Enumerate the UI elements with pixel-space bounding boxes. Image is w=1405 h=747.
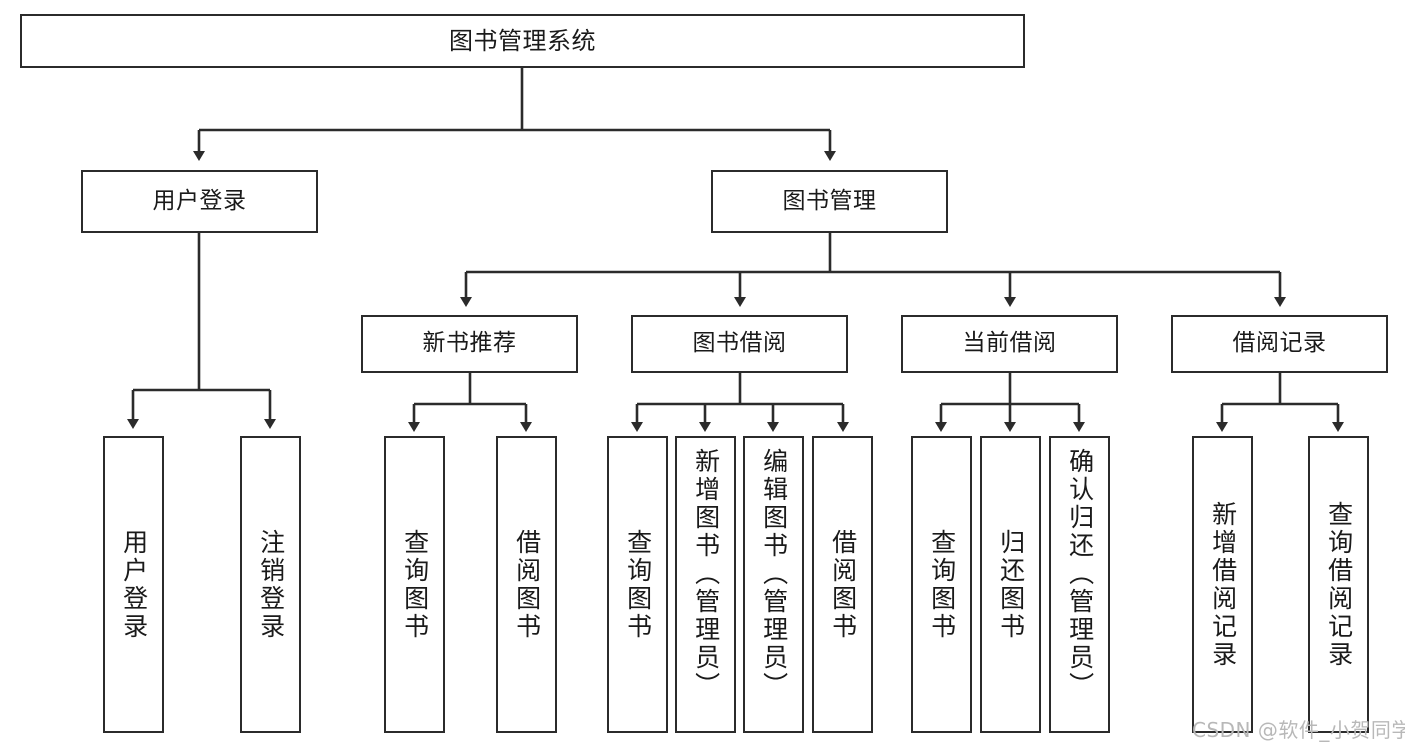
leaf-query-book-current[interactable]: 查询图书 bbox=[911, 436, 972, 733]
leaf-borrow-book-recommend[interactable]: 借阅图书 bbox=[496, 436, 557, 733]
node-label: 图书管理系统 bbox=[449, 26, 596, 55]
leaf-add-borrow-record[interactable]: 新增借阅记录 bbox=[1192, 436, 1253, 733]
node-current-borrow[interactable]: 当前借阅 bbox=[901, 315, 1118, 373]
leaf-confirm-return-admin[interactable]: 确认归还（管理员） bbox=[1049, 436, 1110, 733]
node-label: 新增图书（管理员） bbox=[691, 448, 721, 700]
node-root-system[interactable]: 图书管理系统 bbox=[20, 14, 1025, 68]
node-label: 借阅记录 bbox=[1232, 330, 1327, 357]
node-label: 借阅图书 bbox=[828, 528, 858, 641]
leaf-return-book[interactable]: 归还图书 bbox=[980, 436, 1041, 733]
node-book-management[interactable]: 图书管理 bbox=[711, 170, 948, 233]
node-borrow-record[interactable]: 借阅记录 bbox=[1171, 315, 1388, 373]
node-label: 借阅图书 bbox=[512, 528, 542, 641]
node-label: 归还图书 bbox=[996, 528, 1026, 641]
node-label: 查询图书 bbox=[927, 528, 957, 641]
csdn-watermark: CSDN @软件_小贺同学 bbox=[1192, 718, 1405, 742]
node-label: 查询图书 bbox=[400, 528, 430, 641]
node-new-book-recommend[interactable]: 新书推荐 bbox=[361, 315, 578, 373]
node-label: 图书管理 bbox=[782, 187, 877, 214]
node-book-borrow[interactable]: 图书借阅 bbox=[631, 315, 848, 373]
node-label: 查询图书 bbox=[623, 528, 653, 641]
node-label: 当前借阅 bbox=[962, 330, 1057, 357]
leaf-query-book[interactable]: 查询图书 bbox=[607, 436, 668, 733]
node-label: 图书借阅 bbox=[692, 330, 787, 357]
leaf-query-book-recommend[interactable]: 查询图书 bbox=[384, 436, 445, 733]
node-user-login[interactable]: 用户登录 bbox=[81, 170, 318, 233]
node-label: 用户登录 bbox=[152, 187, 247, 214]
node-label: 用户登录 bbox=[119, 528, 149, 641]
node-label: 编辑图书（管理员） bbox=[759, 448, 789, 700]
leaf-add-book-admin[interactable]: 新增图书（管理员） bbox=[675, 436, 736, 733]
leaf-user-logout[interactable]: 注销登录 bbox=[240, 436, 301, 733]
leaf-borrow-book[interactable]: 借阅图书 bbox=[812, 436, 873, 733]
leaf-user-login[interactable]: 用户登录 bbox=[103, 436, 164, 733]
node-label: 查询借阅记录 bbox=[1324, 500, 1354, 669]
leaf-edit-book-admin[interactable]: 编辑图书（管理员） bbox=[743, 436, 804, 733]
node-label: 确认归还（管理员） bbox=[1065, 448, 1095, 700]
node-label: 新书推荐 bbox=[422, 330, 517, 357]
node-label: 注销登录 bbox=[256, 528, 286, 641]
node-label: 新增借阅记录 bbox=[1208, 500, 1238, 669]
leaf-query-borrow-record[interactable]: 查询借阅记录 bbox=[1308, 436, 1369, 733]
